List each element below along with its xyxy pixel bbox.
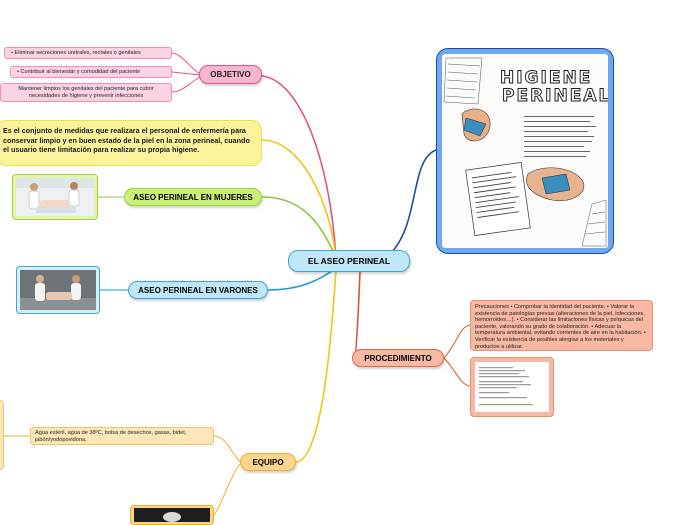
equipo-detail[interactable]: Agua estéril, agua de 38ºC, bolsa de des… bbox=[30, 427, 214, 445]
varones-label: ASEO PERINEAL EN VARONES bbox=[138, 286, 258, 295]
link-proc-img bbox=[444, 358, 470, 386]
procedimiento-node[interactable]: PROCEDIMIENTO bbox=[352, 349, 444, 367]
equipo-image bbox=[130, 505, 214, 525]
procedimiento-detail[interactable]: Precauciones • Comprobar la identidad de… bbox=[470, 300, 653, 351]
objetivo-item-2[interactable]: • Contribuir al bienestar y comodidad de… bbox=[10, 66, 172, 78]
objetivo-item-3[interactable]: Mantener limpios los genitales del pacie… bbox=[0, 83, 172, 102]
procedimiento-detail-text: Precauciones • Comprobar la identidad de… bbox=[475, 304, 646, 350]
equipo-left-box[interactable] bbox=[0, 400, 4, 470]
link-equipo-detail bbox=[214, 436, 240, 462]
link-objetivo-item1 bbox=[172, 53, 200, 74]
central-topic-label: EL ASEO PERINEAL bbox=[308, 256, 390, 266]
link-proc-detail bbox=[444, 325, 470, 358]
procedure-document-thumbnail-icon bbox=[475, 362, 549, 412]
link-equipo bbox=[296, 270, 336, 462]
equipo-label: EQUIPO bbox=[252, 458, 283, 467]
link-poster bbox=[392, 150, 436, 252]
poster-title-line2: PERINEAL bbox=[500, 87, 608, 105]
mujeres-image bbox=[12, 174, 98, 220]
nurse-male-patient-photo-icon bbox=[20, 270, 96, 310]
objetivo-label: OBJETIVO bbox=[210, 70, 250, 79]
objetivo-item-1[interactable]: • Eliminar secreciones uretrales, rectal… bbox=[4, 47, 172, 59]
varones-image bbox=[16, 266, 100, 314]
poster-title: HIGIENE PERINEAL bbox=[500, 69, 608, 105]
objetivo-item-2-text: • Contribuir al bienestar y comodidad de… bbox=[17, 69, 140, 75]
objetivo-item-1-text: • Eliminar secreciones uretrales, rectal… bbox=[11, 50, 141, 56]
equipo-detail-text: Agua estéril, agua de 38ºC, bolsa de des… bbox=[35, 430, 186, 443]
equipo-node[interactable]: EQUIPO bbox=[240, 453, 296, 471]
objetivo-item-3-text: Mantener limpios los genitales del pacie… bbox=[5, 86, 167, 100]
link-objetivo-item2 bbox=[172, 72, 200, 75]
varones-node[interactable]: ASEO PERINEAL EN VARONES bbox=[128, 281, 268, 299]
mujeres-node[interactable]: ASEO PERINEAL EN MUJERES bbox=[124, 188, 262, 206]
mujeres-label: ASEO PERINEAL EN MUJERES bbox=[133, 193, 252, 202]
link-procedimiento bbox=[354, 272, 360, 358]
poster-canvas: HIGIENE PERINEAL bbox=[442, 54, 608, 248]
procedimiento-image bbox=[470, 357, 554, 417]
link-objetivo bbox=[262, 76, 336, 258]
central-topic[interactable]: EL ASEO PERINEAL bbox=[288, 250, 410, 272]
poster-title-line1: HIGIENE bbox=[500, 69, 608, 87]
nurse-patient-photo-icon bbox=[16, 178, 94, 216]
link-objetivo-item3 bbox=[172, 77, 200, 92]
definition-text: Es el conjunto de medidas que realizara … bbox=[3, 126, 250, 154]
link-equipo-img bbox=[214, 464, 240, 515]
objetivo-node[interactable]: OBJETIVO bbox=[199, 65, 262, 84]
poster-image: HIGIENE PERINEAL bbox=[436, 48, 614, 254]
definition-node[interactable]: Es el conjunto de medidas que realizara … bbox=[0, 120, 262, 166]
procedimiento-label: PROCEDIMIENTO bbox=[364, 354, 431, 363]
link-definition bbox=[262, 140, 336, 258]
